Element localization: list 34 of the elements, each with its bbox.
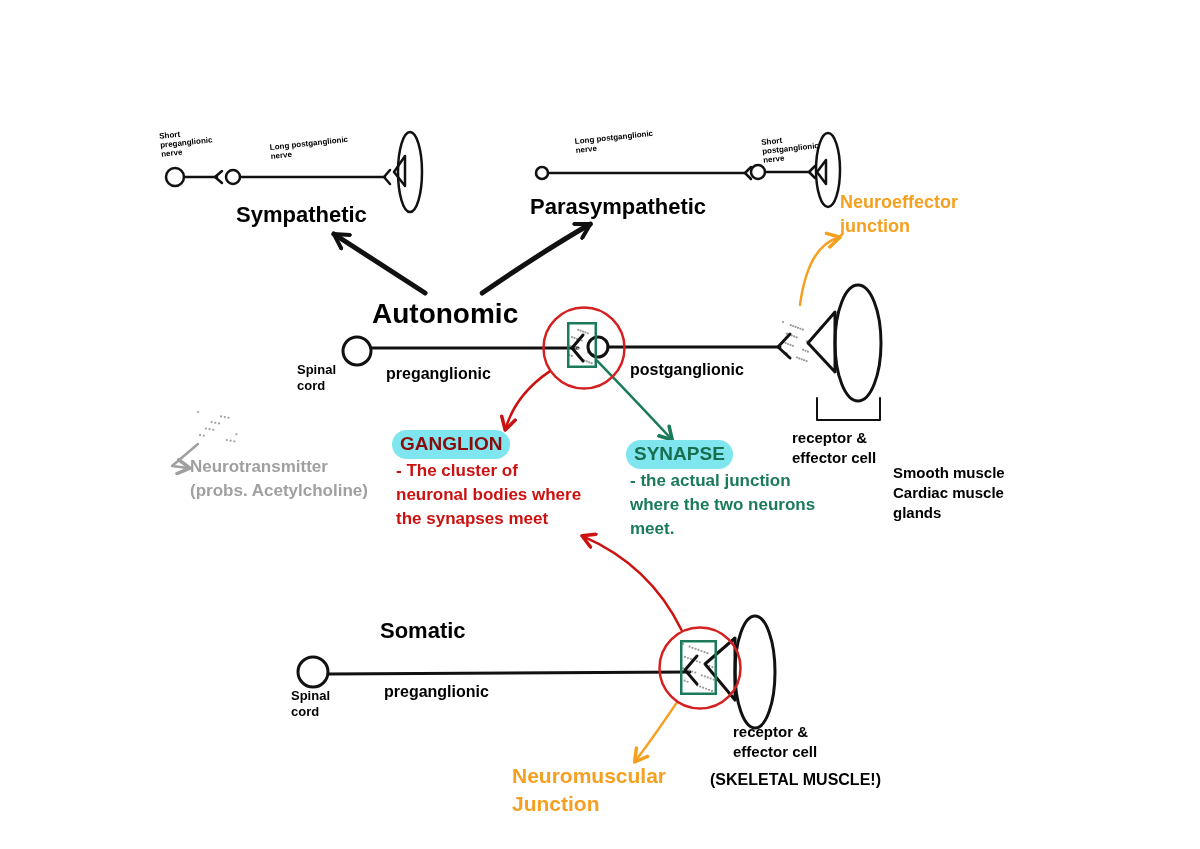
label-text: preganglionic xyxy=(384,682,490,702)
label-text: glands xyxy=(893,503,943,523)
heading-text: Parasympathetic xyxy=(530,190,710,224)
highlighted-heading: GANGLION xyxy=(392,430,511,459)
annotation-text: Neuroeffector junction xyxy=(840,190,990,248)
heading-text: Autonomic xyxy=(372,293,537,331)
arrow xyxy=(632,701,678,764)
label-text: preganglionic xyxy=(386,364,492,384)
arrow xyxy=(479,221,593,296)
arrow xyxy=(331,231,428,296)
label-text: Long postganglionic nerve xyxy=(269,133,350,161)
arrow xyxy=(595,359,674,442)
label-text: Smooth muscle xyxy=(893,463,1006,483)
label-text: Spinal cord xyxy=(297,362,337,394)
label-text: receptor & effector cell xyxy=(733,722,819,762)
highlighted-heading: SYNAPSE xyxy=(626,440,733,469)
label-text: Short postganglionic nerve xyxy=(760,134,821,165)
label-text: (SKELETAL MUSCLE!) xyxy=(710,770,882,790)
note-text: - the actual junction where the two neurons meet. xyxy=(629,469,817,540)
label-text: receptor & effector cell xyxy=(792,428,878,468)
annotation-text: Neurotransmitter (probs. Acetylcholine) xyxy=(190,455,387,505)
heading-text: Sympathetic xyxy=(236,198,376,234)
label-text: Somatic xyxy=(380,617,467,645)
arrow xyxy=(580,532,683,632)
label-text: Long postganglionic nerve xyxy=(574,127,655,155)
label-text: postganglionic xyxy=(630,360,745,380)
arrow xyxy=(798,232,842,307)
label-text: Cardiac muscle xyxy=(893,483,1005,503)
arrow xyxy=(170,442,200,476)
annotation-text: Neuromuscular Junction xyxy=(512,762,712,822)
label-text: Spinal cord xyxy=(291,688,331,720)
label-text: Short preganglionic nerve xyxy=(158,128,214,159)
note-text: - The cluster of neuronal bodies where the synapses meet xyxy=(395,459,582,530)
arrow xyxy=(500,370,551,432)
